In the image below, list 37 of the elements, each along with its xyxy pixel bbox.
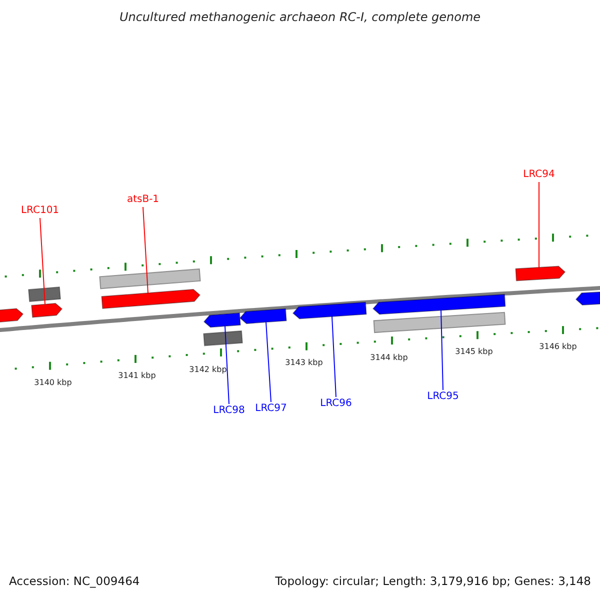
title: Uncultured methanogenic archaeon RC-I, complete genome <box>118 10 482 24</box>
gene-label: LRC97 <box>255 403 287 415</box>
scale-label: 3143 kbp <box>285 358 323 368</box>
gene-feature <box>292 302 367 320</box>
leader-line <box>266 322 272 402</box>
gene-feature <box>239 308 287 324</box>
gene-feature <box>31 302 63 318</box>
feature-bar <box>99 268 201 290</box>
gene-feature <box>575 290 600 306</box>
feature-bar <box>373 312 506 334</box>
leader-line <box>40 218 46 305</box>
gene-feature <box>372 294 506 315</box>
gene-feature <box>0 308 24 324</box>
gene-label: LRC95 <box>427 391 459 403</box>
gene-label: LRC98 <box>213 405 245 417</box>
gene-feature <box>203 312 241 328</box>
gene-label: LRC101 <box>20 205 60 217</box>
scale-label: 3142 kbp <box>189 365 227 375</box>
leader-line <box>142 206 148 294</box>
accession-text: Accession: NC_009464 <box>9 574 140 588</box>
leader-line <box>440 310 444 390</box>
scale-label: 3141 kbp <box>118 371 156 381</box>
gene-label: LRC96 <box>320 398 352 410</box>
scale-label: 3145 kbp <box>455 347 493 357</box>
scale-label: 3144 kbp <box>370 353 408 363</box>
leader-line <box>538 182 540 268</box>
gene-feature <box>101 288 201 310</box>
genome-summary: Topology: circular; Length: 3,179,916 bp; Genes: 3,148 <box>275 574 591 588</box>
gene-label: atsB-1 <box>126 194 160 206</box>
scale-label: 3140 kbp <box>34 378 72 388</box>
leader-line <box>332 316 336 398</box>
gene-label: LRC94 <box>523 169 555 181</box>
scale-label: 3146 kbp <box>539 342 577 352</box>
leader-line <box>224 326 230 404</box>
feature-bar <box>28 286 61 302</box>
gene-feature <box>515 266 566 282</box>
feature-bar <box>203 330 243 346</box>
